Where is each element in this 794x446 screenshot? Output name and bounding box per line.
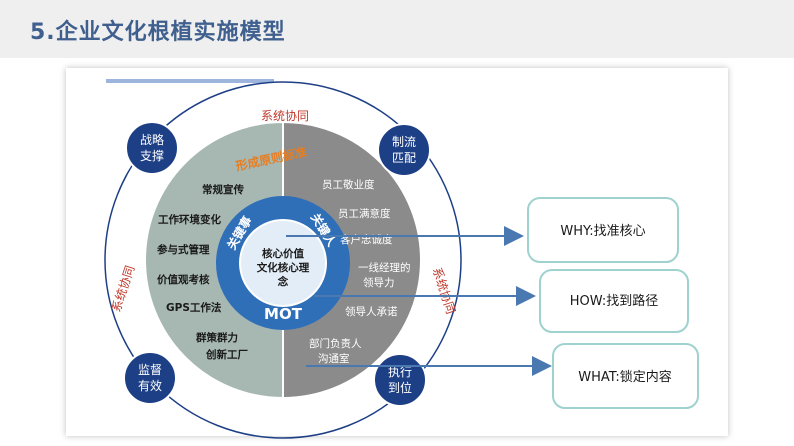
left-item: 常规宣传 (202, 183, 244, 196)
right-item: 部门负责人 (309, 337, 362, 350)
right-item: 一线经理的 (358, 261, 411, 274)
right-item: 领导力 (363, 276, 395, 289)
right-item: 员工敬业度 (322, 178, 375, 191)
title-bar: 5.企业文化根植实施模型 (0, 0, 794, 58)
box-what-text: WHAT:锁定内容 (578, 369, 671, 385)
ring-label-left: 系统协同 (108, 263, 137, 313)
box-how: HOW:找到路径 (539, 269, 689, 333)
left-item: 群策群力 (196, 331, 238, 344)
corner-bottom-right-line2: 到位 (388, 380, 412, 395)
corner-bottom-right-line1: 执行 (388, 365, 412, 379)
corner-top-right-line2: 匹配 (392, 151, 416, 165)
left-item: 工作环境变化 (158, 213, 221, 226)
ring-label-right: 系统协同 (430, 265, 459, 315)
corner-top-right-line1: 制流 (392, 135, 416, 149)
corner-top-left: 战略 支撑 (125, 121, 179, 175)
corner-top-left-line1: 战略 (140, 132, 164, 147)
right-item: 客户忠诚度 (340, 233, 393, 246)
right-item: 领导人承诺 (345, 305, 398, 318)
corner-top-left-line2: 支撑 (140, 148, 164, 163)
box-how-text: HOW:找到路径 (570, 293, 658, 309)
center-line2: 文化核心理 (256, 261, 310, 274)
ring-label-top: 系统协同 (261, 108, 309, 123)
corner-bottom-right: 执行 到位 (373, 353, 427, 407)
box-why: WHY:找准核心 (527, 197, 679, 263)
corner-bottom-left-line2: 有效 (138, 378, 162, 393)
accent-bar (106, 79, 274, 83)
box-why-text: WHY:找准核心 (560, 224, 645, 239)
slide-title: 5.企业文化根植实施模型 (30, 20, 286, 45)
corner-top-right: 制流 匹配 (377, 123, 431, 177)
core-circle (239, 219, 327, 307)
left-item: 参与式管理 (157, 243, 210, 256)
outer-ring (104, 81, 462, 439)
left-item: 价值观考核 (157, 273, 210, 286)
center-line1: 核心价值 (262, 247, 304, 260)
left-item: 创新工厂 (205, 348, 248, 361)
right-item: 员工满意度 (338, 207, 391, 220)
left-item: GPS工作法 (166, 301, 222, 314)
right-item: 沟通室 (318, 352, 350, 365)
corner-bottom-left-line1: 监督 (138, 362, 162, 377)
box-what: WHAT:锁定内容 (552, 343, 699, 409)
center-line3: 念 (277, 275, 289, 288)
right-half (282, 120, 422, 400)
left-half (144, 120, 284, 400)
corner-bottom-left: 监督 有效 (123, 351, 177, 405)
core-ring (216, 196, 350, 330)
ring-label-mot: MOT (264, 305, 303, 323)
